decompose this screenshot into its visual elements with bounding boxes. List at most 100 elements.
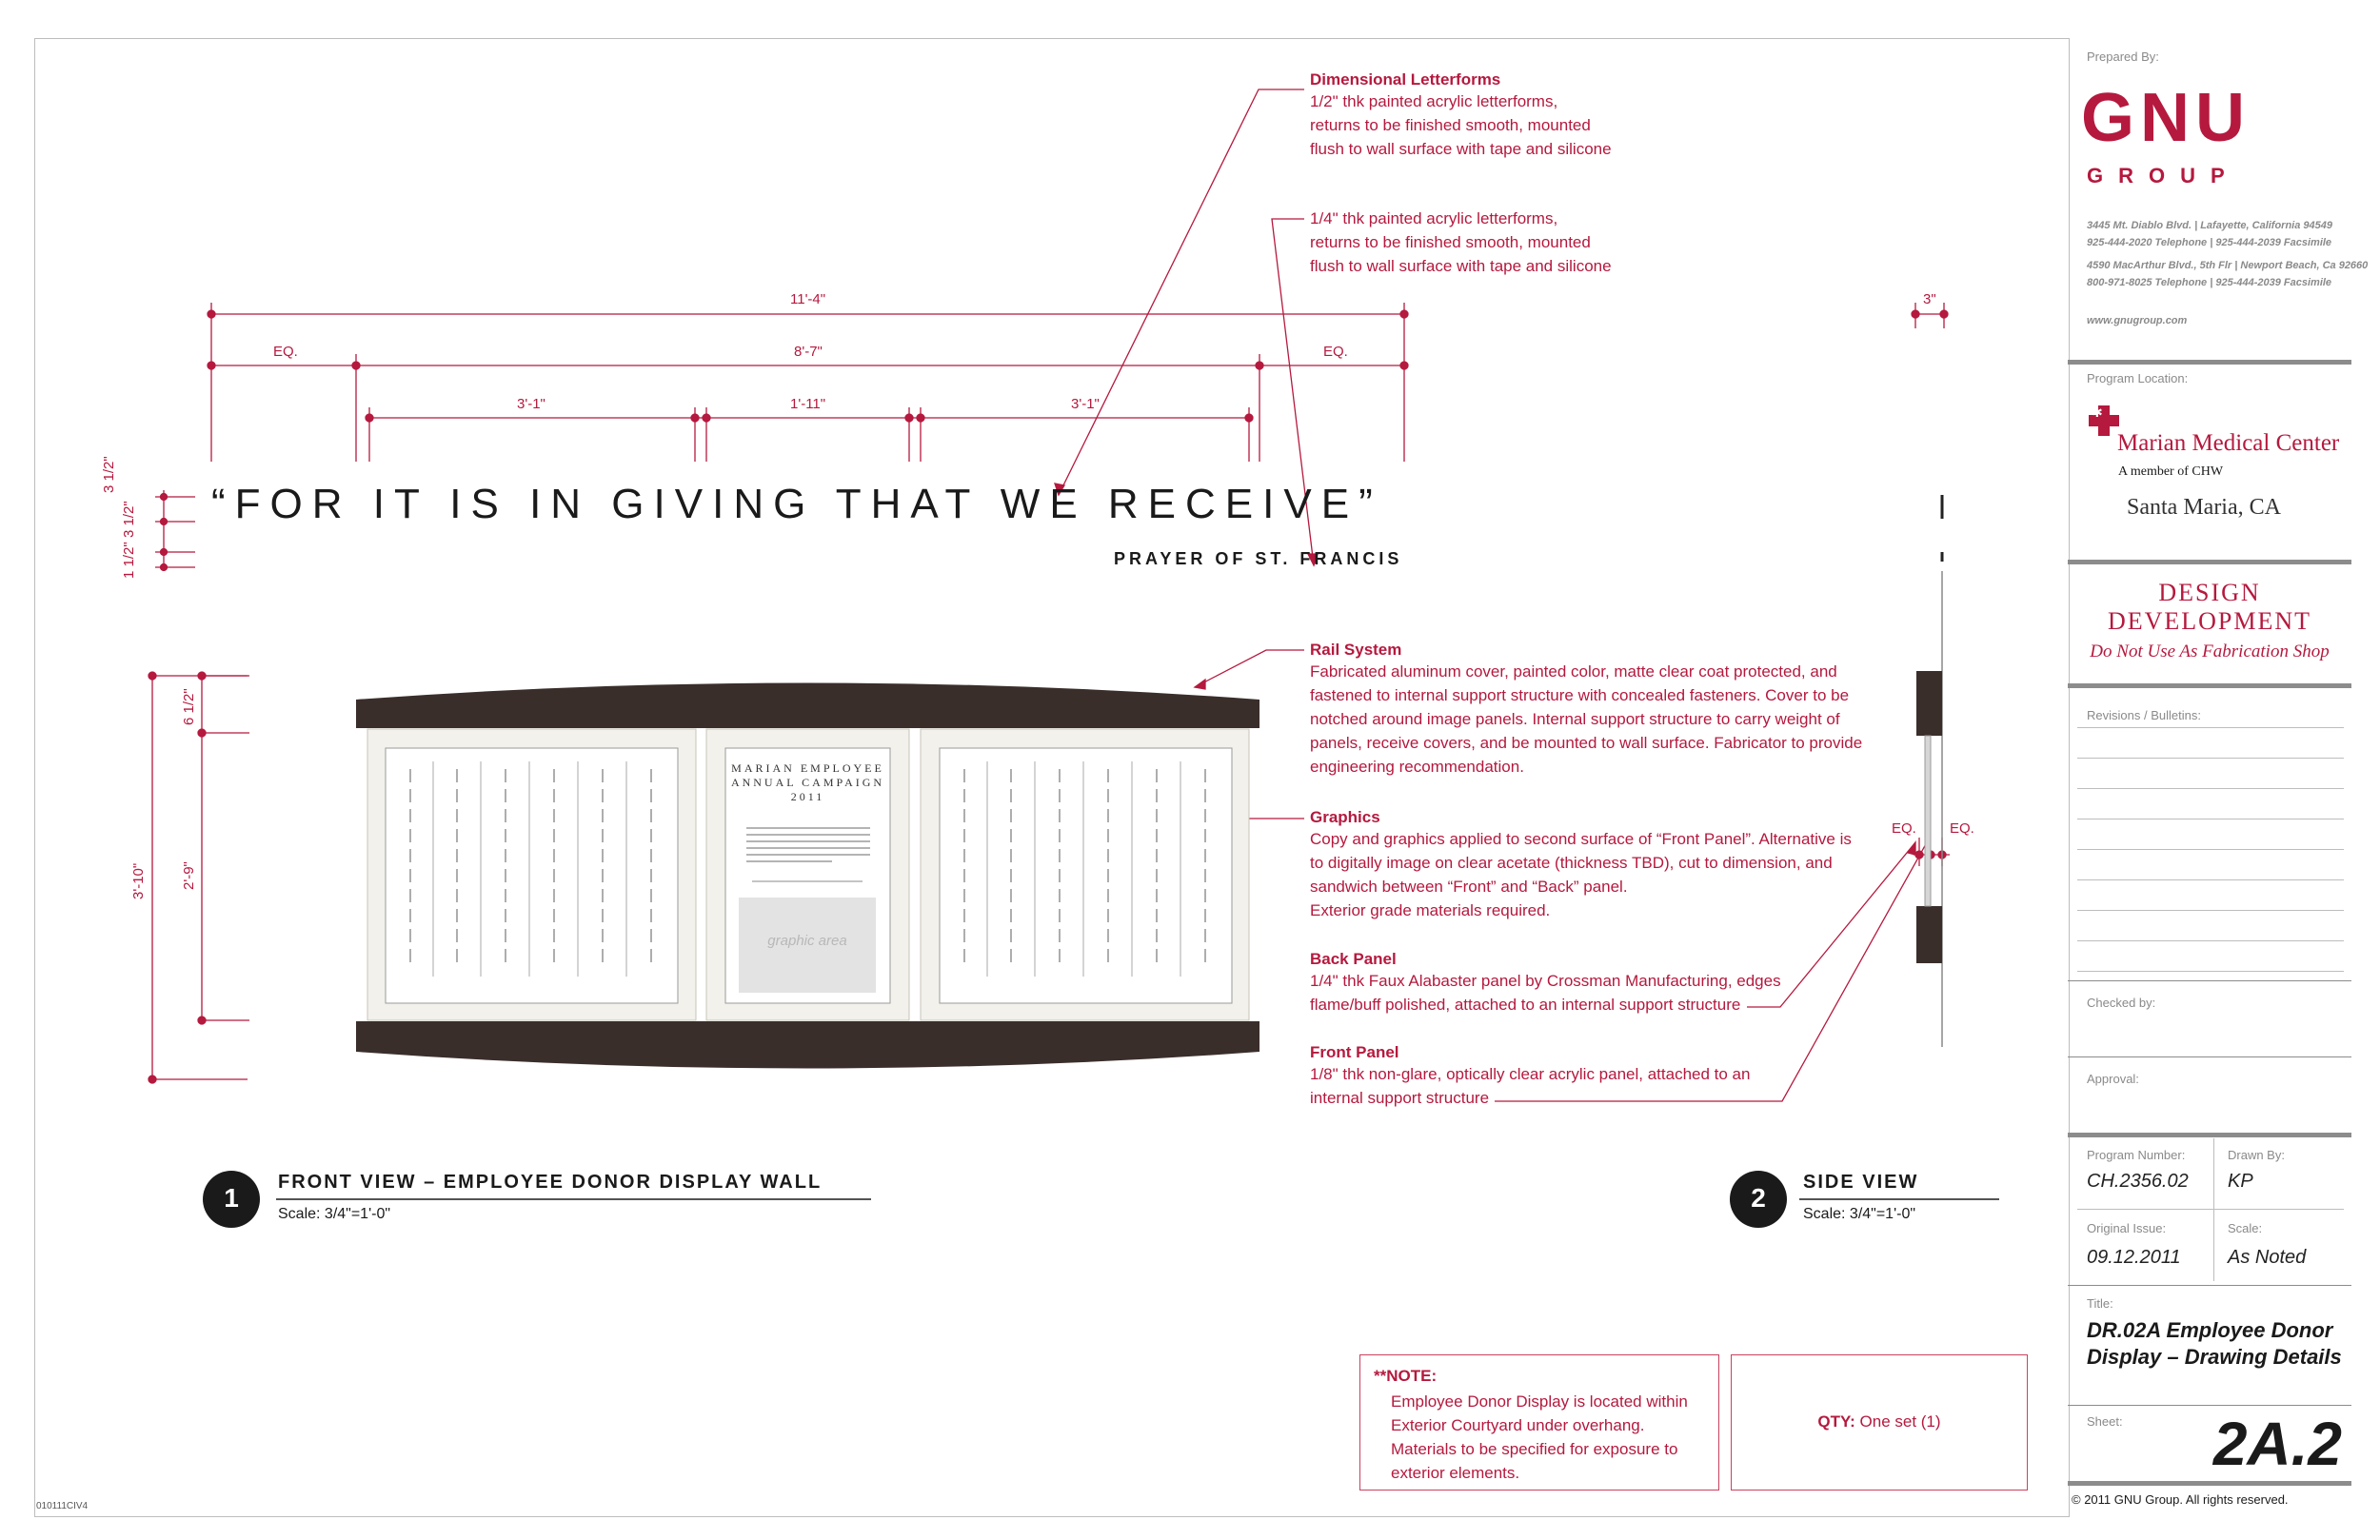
scale-value: As Noted [2228,1247,2307,1268]
qty-box: QTY: One set (1) [1731,1354,2028,1491]
quote-attribution: PRAYER OF ST. FRANCIS [1114,549,1403,568]
center-panel-heading: MARIAN EMPLOYEE ANNUAL CAMPAIGN 2011 [725,761,890,804]
right-panel-names [940,748,1232,1003]
phase-line-1: DESIGN [2158,579,2261,606]
sheet-number: 2A.2 [2212,1410,2342,1478]
annotation-title: Back Panel [1310,950,1397,968]
drawn-by-label: Drawn By: [2228,1148,2285,1162]
leader-dimensional-letterforms [1058,89,1304,496]
sheet-title-line-2: Display – Drawing Details [2087,1345,2342,1369]
firm-address-block: 3445 Mt. Diablo Blvd. | Lafayette, Calif… [2087,217,2368,329]
center-panel-paragraph [746,824,870,877]
annotation-body: 1/4" thk painted acrylic letterforms, re… [1310,209,1612,275]
firm-address-2: 4590 MacArthur Blvd., 5th Flr | Newport … [2087,260,2369,271]
leader-rail-system [1194,649,1304,688]
dim-inner-width: 8'-7" [794,344,823,360]
annotation-body: Copy and graphics applied to second surf… [1310,830,1852,919]
campaign-year: 2011 [790,790,825,803]
phase-line-2: DEVELOPMENT [2107,607,2312,635]
bottom-rail [356,1021,1259,1069]
checked-by-label: Checked by: [2087,996,2156,1010]
note-body: Employee Donor Display is located within… [1391,1392,1688,1482]
view-1-scale: Scale: 3/4"=1'-0" [278,1206,391,1222]
annotation-title: Front Panel [1310,1043,1399,1061]
annotation-front-panel: Front Panel 1/8" thk non-glare, opticall… [1310,1043,1919,1110]
dim-panel-left: 3'-1" [517,396,545,412]
copyright: © 2011 GNU Group. All rights reserved. [2072,1492,2289,1507]
drawing-frame [34,38,2070,1517]
dim-quote-cap-b: 3 1/2" [121,501,137,538]
firm-phone-2: 800-971-8025 Telephone | 925-444-2039 Fa… [2087,277,2332,288]
annotation-body: 1/4" thk Faux Alabaster panel by Crossma… [1310,972,1781,1014]
dim-panel-center: 1'-11" [790,396,826,412]
dim-side-depth: 3" [1923,291,1936,307]
leader-front-panel [1495,841,1928,1102]
program-number: CH.2356.02 [2087,1171,2189,1192]
campaign-title-1: MARIAN EMPLOYEE [731,761,884,775]
original-issue-label: Original Issue: [2087,1221,2167,1235]
annotation-title: Dimensional Letterforms [1310,70,1501,89]
client-city: Santa Maria, CA [2127,495,2281,520]
firm-phone-1: 925-444-2020 Telephone | 925-444-2039 Fa… [2087,237,2332,248]
note-box: **NOTE: Employee Donor Display is locate… [1359,1354,1719,1491]
campaign-title-2: ANNUAL CAMPAIGN [730,776,885,789]
dim-eq-right: EQ. [1323,344,1348,360]
dim-panel-height: 2'-9" [181,861,197,890]
phase-block: DESIGN DEVELOPMENT Do Not Use As Fabrica… [2068,579,2351,662]
annotation-graphics: Graphics Copy and graphics applied to se… [1310,808,1919,922]
revisions-label: Revisions / Bulletins: [2087,708,2201,722]
dim-overall-height: 3'-10" [130,862,147,899]
annotation-back-panel: Back Panel 1/4" thk Faux Alabaster panel… [1310,950,1919,1017]
firm-website[interactable]: www.gnugroup.com [2087,315,2188,326]
approval-label: Approval: [2087,1072,2139,1086]
program-location-label: Program Location: [2087,371,2189,385]
annotation-dimensional-letterforms: Dimensional Letterforms 1/2" thk painted… [1310,70,1843,161]
view-1-title: FRONT VIEW – EMPLOYEE DONOR DISPLAY WALL [278,1172,823,1193]
annotation-title: Graphics [1310,808,1380,826]
divider [2068,1481,2351,1486]
left-panel-inner [385,747,679,1004]
note-heading: **NOTE: [1374,1367,1438,1385]
graphic-area-box [739,898,876,993]
view-2-badge [1730,1171,1787,1228]
drawn-by: KP [2228,1171,2253,1192]
side-panel [1924,735,1932,907]
scale-label: Scale: [2228,1221,2263,1235]
annotation-quarter-letterforms: 1/4" thk painted acrylic letterforms, re… [1310,207,1843,278]
client-logo: ✱ [2087,404,2121,443]
view-1-number: 1 [224,1183,239,1213]
annotation-body: Fabricated aluminum cover, painted color… [1310,662,1863,776]
phase-warning: Do Not Use As Fabrication Shop [2090,642,2330,661]
left-panel-names [386,748,678,1003]
view-2-number: 2 [1751,1183,1766,1213]
firm-logo-bottom: GROUP [2087,164,2240,188]
sheet-title-line-1: DR.02A Employee Donor [2087,1318,2333,1342]
dim-panel-right: 3'-1" [1071,396,1100,412]
annotation-rail-system: Rail System Fabricated aluminum cover, p… [1310,641,1919,779]
title-label: Title: [2087,1296,2113,1311]
program-number-label: Program Number: [2087,1148,2186,1162]
dim-dot [1399,309,1409,319]
sheet-label: Sheet: [2087,1414,2123,1429]
divider [2068,560,2351,564]
sheet-title: DR.02A Employee Donor Display – Drawing … [2087,1317,2342,1371]
dim-dot [207,309,216,319]
right-panel-inner [939,747,1233,1004]
view-2-scale: Scale: 3/4"=1'-0" [1803,1206,1916,1222]
firm-address-1: 3445 Mt. Diablo Blvd. | Lafayette, Calif… [2087,220,2333,231]
annotation-body: 1/2" thk painted acrylic letterforms, re… [1310,92,1612,158]
annotation-title: Rail System [1310,641,1402,659]
side-top-rail [1916,671,1942,736]
client-sub: A member of CHW [2118,464,2224,479]
divider [2068,1133,2351,1137]
leader-quarter-letterforms [1271,218,1315,566]
top-rail [356,682,1259,728]
prepared-by-label: Prepared By: [2087,49,2159,64]
qty-value: One set (1) [1859,1412,1941,1431]
dim-attribution-height: 1 1/2" [121,542,137,579]
dim-eq-left: EQ. [273,344,298,360]
divider [2068,683,2351,688]
qty-line: QTY: One set (1) [1732,1412,2027,1431]
view-2-title: SIDE VIEW [1803,1172,1919,1193]
